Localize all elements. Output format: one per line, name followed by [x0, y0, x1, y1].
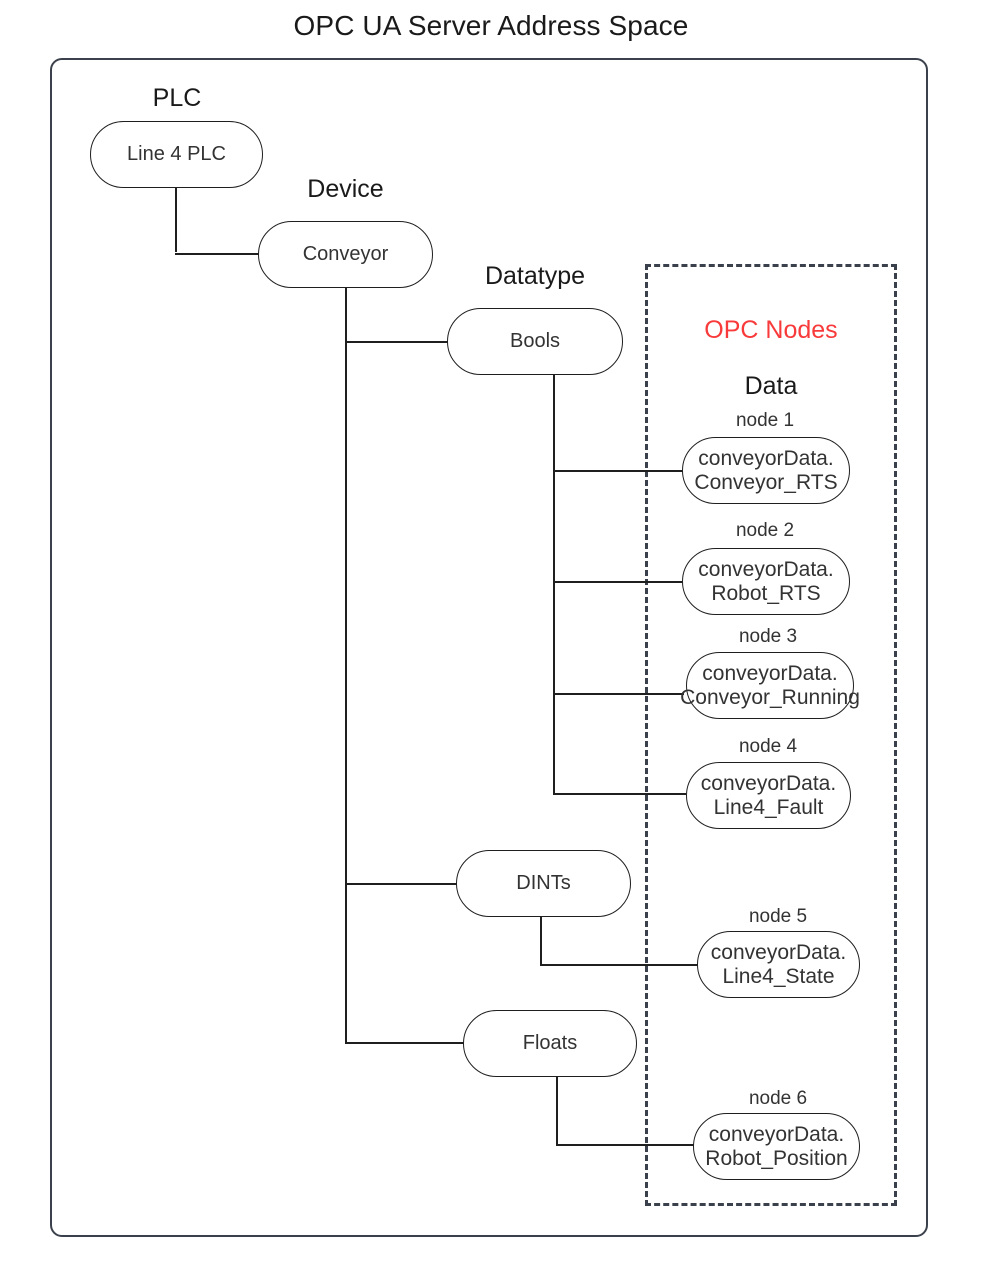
caption-node-4: node 4 [738, 736, 798, 757]
connector-conveyor-trunk [345, 287, 347, 1043]
caption-node-2: node 2 [735, 520, 795, 541]
node-datatype-dints[interactable]: DINTs [456, 850, 631, 917]
node-datatype-dints-label: DINTs [516, 872, 571, 895]
caption-plc: PLC [152, 84, 202, 112]
node-conveyor[interactable]: Conveyor [258, 221, 433, 288]
node-opc-4-line1: conveyorData. [700, 771, 837, 795]
caption-data: Data [744, 372, 798, 400]
connector-conveyor-to-dints [345, 883, 457, 885]
node-datatype-bools[interactable]: Bools [447, 308, 623, 375]
caption-node-1: node 1 [735, 410, 795, 431]
node-line-4-plc[interactable]: Line 4 PLC [90, 121, 263, 188]
connector-dints-trunk [540, 917, 542, 965]
node-conveyor-label: Conveyor [302, 243, 389, 266]
node-opc-5-line1: conveyorData. [710, 940, 847, 964]
connector-bools-trunk [553, 375, 555, 794]
node-opc-3-line2: Conveyor_Running [680, 685, 860, 709]
node-datatype-floats-label: Floats [522, 1032, 578, 1055]
node-line-4-plc-label: Line 4 PLC [127, 143, 226, 166]
node-opc-3-line1: conveyorData. [702, 661, 838, 685]
connector-floats-trunk [556, 1076, 558, 1145]
node-opc-2-line2: Robot_RTS [711, 581, 821, 605]
connector-plc-to-conveyor [175, 253, 259, 255]
node-opc-1[interactable]: conveyorData. Conveyor_RTS [682, 437, 850, 504]
connector-bools-to-node4 [553, 793, 686, 795]
connector-bools-to-node1 [553, 470, 684, 472]
connector-bools-to-node3 [553, 693, 684, 695]
connector-conveyor-to-floats [345, 1042, 465, 1044]
caption-node-5: node 5 [748, 906, 808, 927]
connector-conveyor-to-bools [345, 341, 449, 343]
node-opc-6-line2: Robot_Position [705, 1146, 848, 1170]
connector-dints-to-node5 [540, 964, 700, 966]
node-opc-6-line1: conveyorData. [708, 1122, 845, 1146]
node-opc-5[interactable]: conveyorData. Line4_State [697, 931, 860, 998]
node-opc-2[interactable]: conveyorData. Robot_RTS [682, 548, 850, 615]
node-opc-1-line2: Conveyor_RTS [694, 470, 838, 494]
server-address-space-container [50, 58, 928, 1237]
node-opc-1-line1: conveyorData. [698, 446, 834, 470]
node-opc-4-line2: Line4_Fault [713, 795, 824, 819]
caption-node-3: node 3 [738, 626, 798, 647]
connector-bools-to-node2 [553, 581, 684, 583]
page-title: OPC UA Server Address Space [293, 10, 689, 41]
caption-node-6: node 6 [748, 1088, 808, 1109]
caption-datatype: Datatype [484, 262, 586, 290]
node-opc-3[interactable]: conveyorData. Conveyor_Running [680, 652, 860, 719]
opc-nodes-group-boundary [645, 264, 897, 1206]
node-datatype-bools-label: Bools [509, 330, 561, 353]
node-opc-2-line1: conveyorData. [698, 557, 834, 581]
caption-opc-nodes: OPC Nodes [704, 316, 838, 344]
node-opc-5-line2: Line4_State [722, 964, 835, 988]
node-opc-6[interactable]: conveyorData. Robot_Position [693, 1113, 860, 1180]
connector-plc-down [175, 188, 177, 252]
caption-device: Device [307, 175, 384, 203]
connector-floats-to-node6 [556, 1144, 700, 1146]
node-opc-4[interactable]: conveyorData. Line4_Fault [686, 762, 851, 829]
node-datatype-floats[interactable]: Floats [463, 1010, 637, 1077]
